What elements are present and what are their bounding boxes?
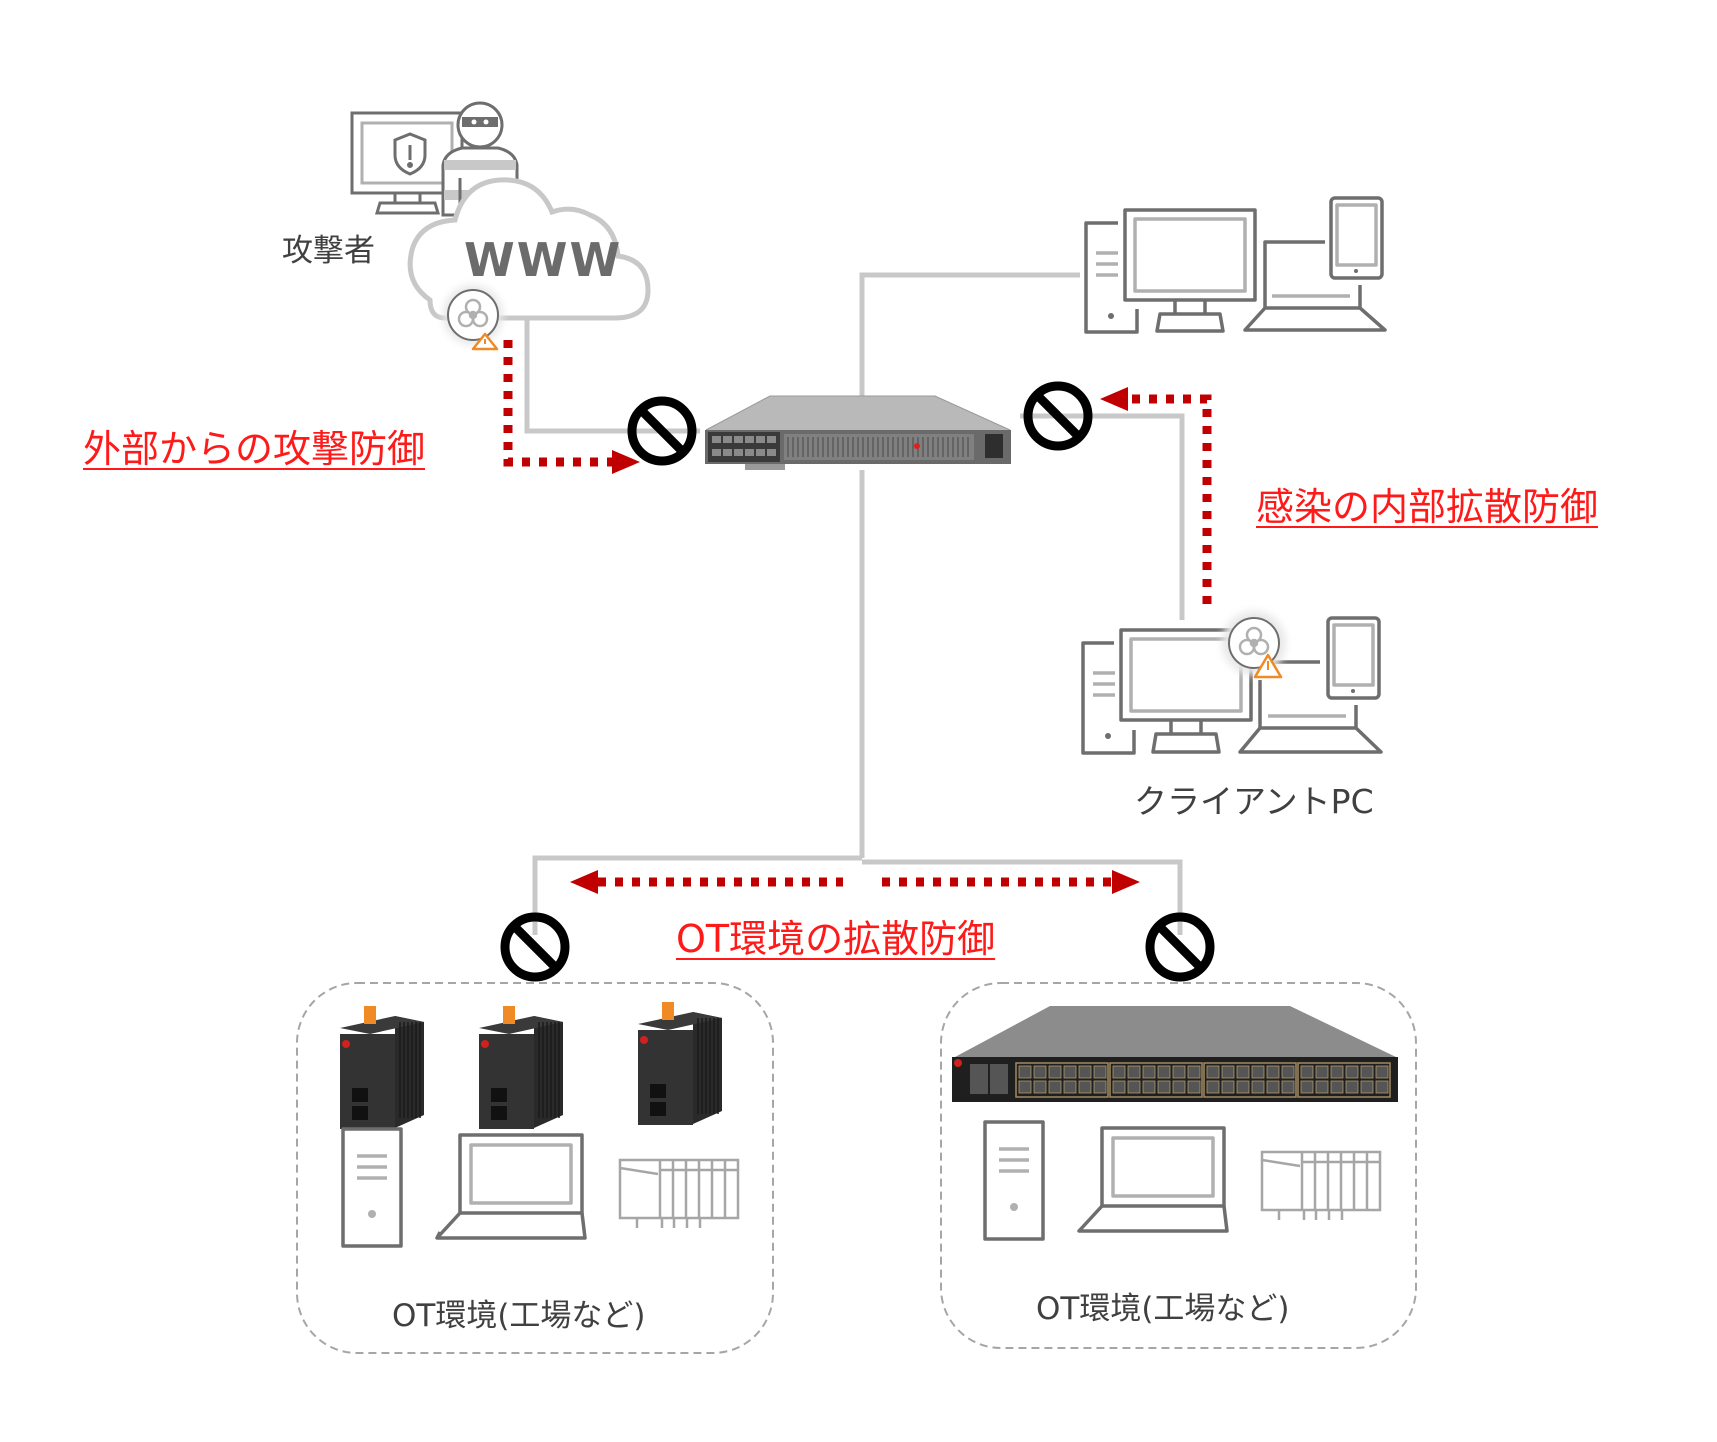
block-sign-icon <box>627 396 697 466</box>
block-sign-icon <box>500 912 570 982</box>
din-rail-gateway-icon <box>340 1006 424 1129</box>
tower-pc-icon <box>341 1127 403 1248</box>
www-label: WWW <box>464 233 623 287</box>
external-attack-arrow <box>503 340 640 474</box>
block-sign-icon <box>1145 912 1215 982</box>
ot-spread-defense-label: OT環境の拡散防御 <box>676 917 996 961</box>
laptop-icon <box>1100 1126 1226 1208</box>
block-sign-icon <box>1023 381 1093 451</box>
ot-spread-arrows <box>570 870 1140 894</box>
line-ot-branch-left <box>532 855 862 935</box>
block-signs <box>500 381 1215 982</box>
plc-icons <box>618 1150 1382 1228</box>
client-pc-label: クライアントPC <box>1134 782 1374 821</box>
48-port-switch <box>952 1006 1398 1102</box>
din-rail-gateway-devices <box>340 1002 722 1129</box>
plc-icon <box>1260 1150 1382 1220</box>
ot-right-endpoints <box>983 1120 1229 1241</box>
tower-pc-icon <box>983 1120 1045 1241</box>
internal-spread-arrow <box>1100 387 1212 604</box>
connection-lines <box>524 272 1185 935</box>
laptop-icon <box>458 1133 584 1215</box>
firewall-appliance <box>705 395 1011 470</box>
ot-environment-left-box <box>296 982 774 1354</box>
client-pc-icon <box>1081 616 1383 755</box>
cloud-icon <box>407 177 651 321</box>
external-defense-label: 外部からの攻撃防御 <box>83 427 426 471</box>
internal-spread-defense-label: 感染の内部拡散防御 <box>1256 485 1599 529</box>
client-biohazard-warning-icon <box>1222 611 1286 679</box>
ot-environment-left-label: OT環境(工場など) <box>392 1298 646 1334</box>
biohazard-warning-icon <box>443 285 503 351</box>
ot-left-endpoints <box>341 1127 587 1248</box>
line-firewall-office <box>859 272 1080 400</box>
attacker-label: 攻撃者 <box>282 233 375 269</box>
office-devices-icon <box>1084 196 1387 334</box>
din-rail-gateway-icon <box>479 1006 563 1129</box>
plc-icon <box>618 1158 740 1228</box>
line-ot-branch-right <box>862 859 1183 935</box>
ot-environment-right-box <box>940 982 1417 1349</box>
ot-environment-right-label: OT環境(工場など) <box>1036 1291 1290 1327</box>
din-rail-gateway-icon <box>638 1002 722 1125</box>
line-internet-firewall <box>524 316 700 434</box>
line-firewall-client <box>1020 413 1185 620</box>
